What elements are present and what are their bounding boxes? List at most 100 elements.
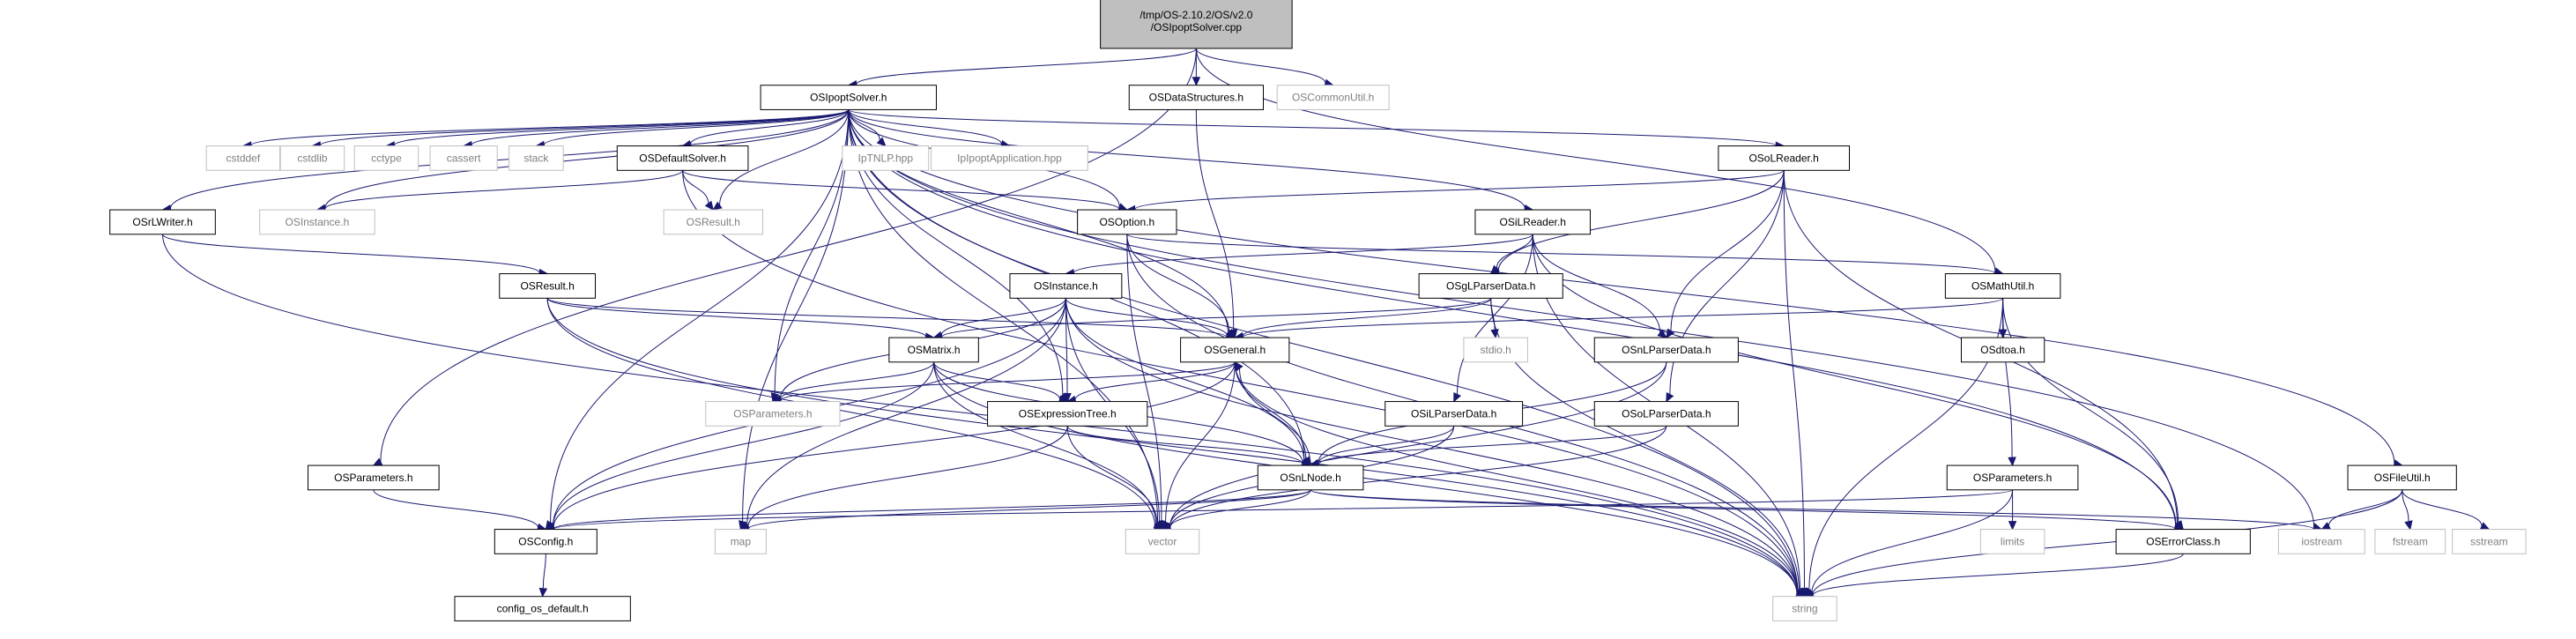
node-osnlparser[interactable]: OSnLParserData.h: [1593, 337, 1739, 363]
node-osnlnode[interactable]: OSnLNode.h: [1257, 464, 1364, 491]
node-osconfig[interactable]: OSConfig.h: [494, 529, 598, 554]
node-string: string: [1772, 596, 1837, 621]
edge-osparameters_r-to-osconfig: [553, 489, 2014, 530]
edge-osinstance-to-osgeneral: [1065, 298, 1228, 337]
node-box-osparameters_m: [705, 401, 841, 427]
edge-osnlnode-to-iostream: [1310, 489, 2314, 530]
node-osilreader[interactable]: OSiLReader.h: [1474, 209, 1591, 235]
node-label-cstddef: cstddef: [226, 152, 261, 164]
node-label-stdio: stdio.h: [1480, 344, 1511, 356]
edge-ipoptsolver-to-stack: [543, 108, 850, 145]
node-box-fstream: [2374, 529, 2446, 554]
node-label-root: /OSIpoptSolver.cpp: [1151, 21, 1243, 33]
node-osparameters_r[interactable]: OSParameters.h: [1946, 464, 2079, 491]
node-box-osrlwriter: [109, 209, 216, 235]
edge-osmatrix-to-vector: [933, 361, 1157, 525]
node-box-vector: [1125, 529, 1200, 554]
node-box-stdio: [1463, 337, 1528, 363]
node-cstdlib: cstdlib: [279, 145, 345, 171]
node-cctype: cctype: [353, 145, 419, 171]
edge-osgeneral-to-vector: [1165, 361, 1236, 523]
arrowhead-osmathutil-to-osparameters_r: [2008, 457, 2016, 467]
node-label-ipoptapp: IpIpoptApplication.hpp: [957, 152, 1062, 164]
edge-osresult-to-osmatrix: [546, 297, 927, 338]
edge-root-to-commonutil: [1195, 48, 1326, 84]
node-osdtoa[interactable]: OSdtoa.h: [1961, 337, 2045, 363]
node-label-osmathutil: OSMathUtil.h: [1971, 279, 2034, 292]
edge-osmatrix-to-osparameters_m: [780, 361, 935, 400]
edge-osexprtree-to-osnlnode: [1066, 426, 1303, 464]
edges-layer: [161, 48, 2491, 600]
node-configdefault[interactable]: config_os_default.h: [454, 596, 631, 621]
node-ipoptsolver[interactable]: OSIpoptSolver.h: [760, 85, 937, 110]
node-limits: limits: [1979, 529, 2045, 554]
node-osoption[interactable]: OSOption.h: [1077, 209, 1177, 235]
node-label-osexprtree: OSExpressionTree.h: [1019, 407, 1117, 420]
node-map: map: [714, 529, 767, 554]
node-osgeneral[interactable]: OSGeneral.h: [1180, 337, 1290, 363]
edge-defaultsolver-to-osresult_m: [682, 170, 709, 204]
node-osresult[interactable]: OSResult.h: [499, 273, 597, 299]
edge-defaultsolver-to-osinstance_m: [324, 169, 684, 210]
node-osparameters_l[interactable]: OSParameters.h: [308, 464, 440, 491]
edge-osglparser-to-osgeneral: [1242, 298, 1492, 337]
node-label-cctype: cctype: [371, 152, 402, 164]
node-iptnlp: IpTNLP.hpp: [842, 145, 930, 171]
edge-osilreader-to-osglparser: [1496, 234, 1533, 269]
edge-osmatrix-to-string: [933, 361, 1798, 595]
node-box-osmatrix: [888, 337, 979, 363]
node-box-osresult: [499, 273, 597, 299]
node-defaultsolver[interactable]: OSDefaultSolver.h: [616, 145, 749, 171]
edge-osexprtree-to-vector: [1066, 426, 1158, 524]
node-label-osilreader: OSiLReader.h: [1499, 216, 1565, 228]
node-osresult_m: OSResult.h: [663, 209, 763, 235]
edge-root-to-ipoptsolver: [856, 48, 1197, 85]
node-ipoptapp: IpIpoptApplication.hpp: [931, 145, 1088, 171]
node-osfileutil[interactable]: OSFileUtil.h: [2347, 464, 2457, 491]
edge-ipoptsolver-to-osresult_m: [719, 109, 850, 205]
arrowhead-osfileutil-to-fstream: [2404, 520, 2413, 531]
node-osglparser[interactable]: OSgLParserData.h: [1418, 273, 1563, 299]
edge-ipoptsolver-to-osfileutil: [848, 109, 2395, 464]
node-label-sstream: sstream: [2470, 535, 2508, 547]
node-osrlwriter[interactable]: OSrLWriter.h: [109, 209, 216, 235]
arrowhead-osilreader-to-osnlparser: [1657, 329, 1667, 338]
node-vector: vector: [1125, 529, 1200, 554]
node-box-osparameters_r: [1946, 464, 2079, 491]
node-box-configdefault: [454, 596, 631, 621]
edge-osolreader-to-osglparser: [1497, 170, 1785, 271]
node-box-cstddef: [205, 145, 281, 171]
node-osmatrix[interactable]: OSMatrix.h: [888, 337, 979, 363]
edge-osolparser-to-vector: [1169, 426, 1667, 528]
node-root[interactable]: /tmp/OS-2.10.2/OS/v2.0/OSIpoptSolver.cpp: [1100, 0, 1293, 49]
node-label-stack: stack: [523, 152, 549, 164]
node-osinstance[interactable]: OSInstance.h: [1009, 273, 1123, 299]
node-box-limits: [1979, 529, 2045, 554]
edge-ipoptsolver-to-vector: [848, 109, 1159, 524]
edge-ipoptsolver-to-cstdlib: [319, 108, 850, 146]
node-label-osilparser: OSiLParserData.h: [1411, 407, 1496, 420]
node-label-datastructures: OSDataStructures.h: [1149, 92, 1243, 104]
edge-osolparser-to-osnlnode: [1318, 425, 1667, 465]
node-osilparser[interactable]: OSiLParserData.h: [1385, 401, 1524, 427]
node-label-vector: vector: [1148, 535, 1177, 547]
edge-osinstance-to-map: [746, 298, 1066, 525]
node-datastructures[interactable]: OSDataStructures.h: [1128, 85, 1264, 110]
node-oserrorclass[interactable]: OSErrorClass.h: [2115, 529, 2251, 554]
node-label-osconfig: OSConfig.h: [518, 535, 573, 547]
edge-osresult-to-string: [546, 298, 1798, 595]
arrowhead-osnlnode-to-osgeneral: [1234, 360, 1243, 372]
node-osolreader[interactable]: OSoLReader.h: [1718, 145, 1850, 171]
node-box-osexprtree: [987, 401, 1148, 427]
node-label-osmatrix: OSMatrix.h: [908, 344, 961, 356]
node-box-osparameters_l: [308, 464, 440, 491]
node-osolparser[interactable]: OSoLParserData.h: [1593, 401, 1739, 427]
edge-osolreader-to-osoption: [1134, 169, 1785, 210]
edge-osoption-to-vector: [1126, 234, 1162, 522]
edge-osfileutil-to-iostream: [2327, 489, 2403, 526]
node-box-ipoptsolver: [760, 85, 937, 110]
node-osexprtree[interactable]: OSExpressionTree.h: [987, 401, 1148, 427]
node-osmathutil[interactable]: OSMathUtil.h: [1944, 273, 2061, 299]
edge-osmathutil-to-osparameters_r: [2002, 298, 2013, 458]
node-label-commonutil: OSCommonUtil.h: [1292, 92, 1374, 104]
